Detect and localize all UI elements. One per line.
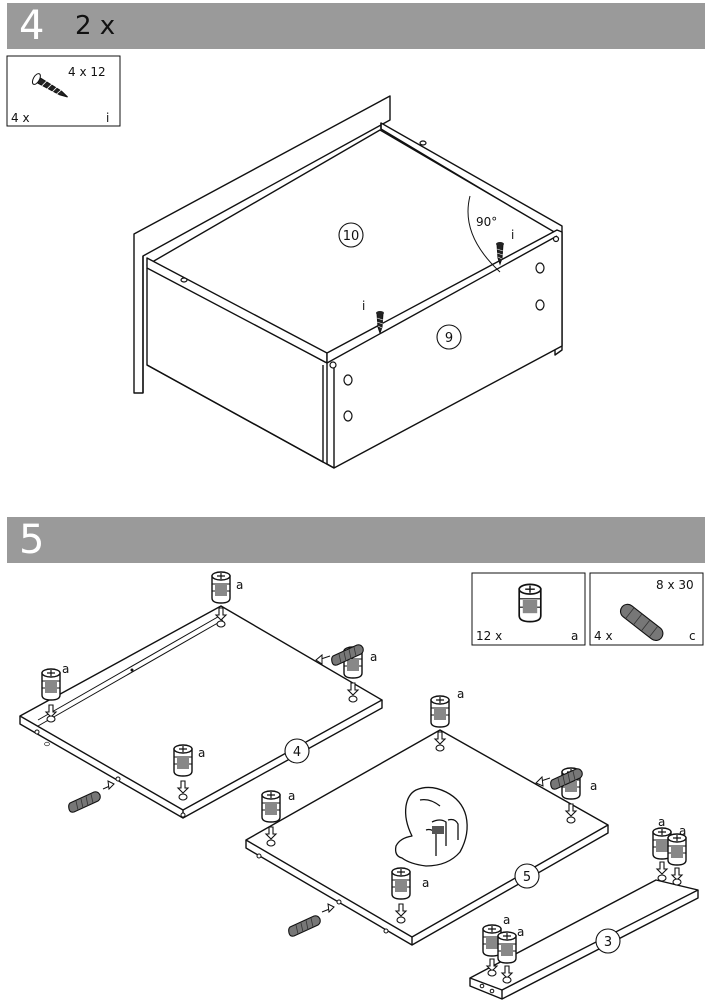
- cam-label-4b: a: [370, 650, 377, 664]
- cam-label-4c: a: [62, 662, 69, 676]
- dowel-count-label: 4 x: [594, 629, 613, 643]
- cam-legend-box: 12 x a: [471, 572, 586, 646]
- svg-text:9: 9: [445, 331, 453, 346]
- dowel-icon-5b: [288, 915, 321, 937]
- svg-text:4: 4: [293, 745, 301, 760]
- svg-text:5: 5: [523, 870, 531, 885]
- dowel-icon-4b: [68, 791, 101, 813]
- cam-label-5d: a: [422, 876, 429, 890]
- part-5-label: 5: [514, 863, 540, 889]
- step-5-number: 5: [19, 517, 45, 563]
- dowel-legend-box: 8 x 30 4 x c: [589, 572, 704, 646]
- cam-code-label: a: [571, 629, 578, 643]
- cam-label-3b: a: [679, 824, 686, 838]
- step-4-header: 4 2 x: [7, 3, 705, 49]
- screw-code-label: i: [106, 111, 109, 125]
- step-4-quantity: 2 x: [75, 11, 116, 41]
- dowel-icon: [619, 603, 664, 642]
- cam-label-4d: a: [198, 746, 205, 760]
- screw-count-label: 4 x: [11, 111, 30, 125]
- screw-label-front: i: [362, 299, 365, 313]
- angle-arc: [467, 195, 501, 273]
- panel-4: [19, 605, 383, 819]
- step-4-number: 4: [19, 3, 45, 49]
- screw-legend-box: 4 x 12 4 x i: [6, 55, 121, 127]
- cam-label-3d: a: [517, 925, 524, 939]
- cam-label-5c: a: [288, 789, 295, 803]
- cam-label-3a: a: [658, 815, 665, 829]
- front-panel-holes: [180, 140, 560, 422]
- part-9-label: 9: [436, 324, 462, 350]
- screw-icon: [31, 73, 68, 98]
- screw-size-label: 4 x 12: [68, 65, 106, 79]
- cam-label-5a: a: [457, 687, 464, 701]
- panel-4-edge-hole: [44, 741, 50, 747]
- hand-icon: [394, 786, 468, 867]
- cam-label-4a: a: [236, 578, 243, 592]
- svg-text:10: 10: [343, 229, 360, 244]
- cam-count-label: 12 x: [476, 629, 502, 643]
- cam-label-3c: a: [503, 913, 510, 927]
- dowel-code-label: c: [689, 629, 696, 643]
- dowel-size-label: 8 x 30: [656, 578, 694, 592]
- part-4-label: 4: [284, 738, 310, 764]
- panel-3: [469, 879, 699, 1000]
- angle-label: 90°: [476, 215, 497, 229]
- step-5-header: 5: [7, 517, 705, 563]
- svg-text:3: 3: [604, 935, 612, 950]
- part-3-label: 3: [595, 928, 621, 954]
- screw-label-right: i: [511, 228, 514, 242]
- cam-label-5b: a: [590, 779, 597, 793]
- part-10-label: 10: [338, 222, 364, 248]
- cam-lock-icon: [518, 583, 542, 623]
